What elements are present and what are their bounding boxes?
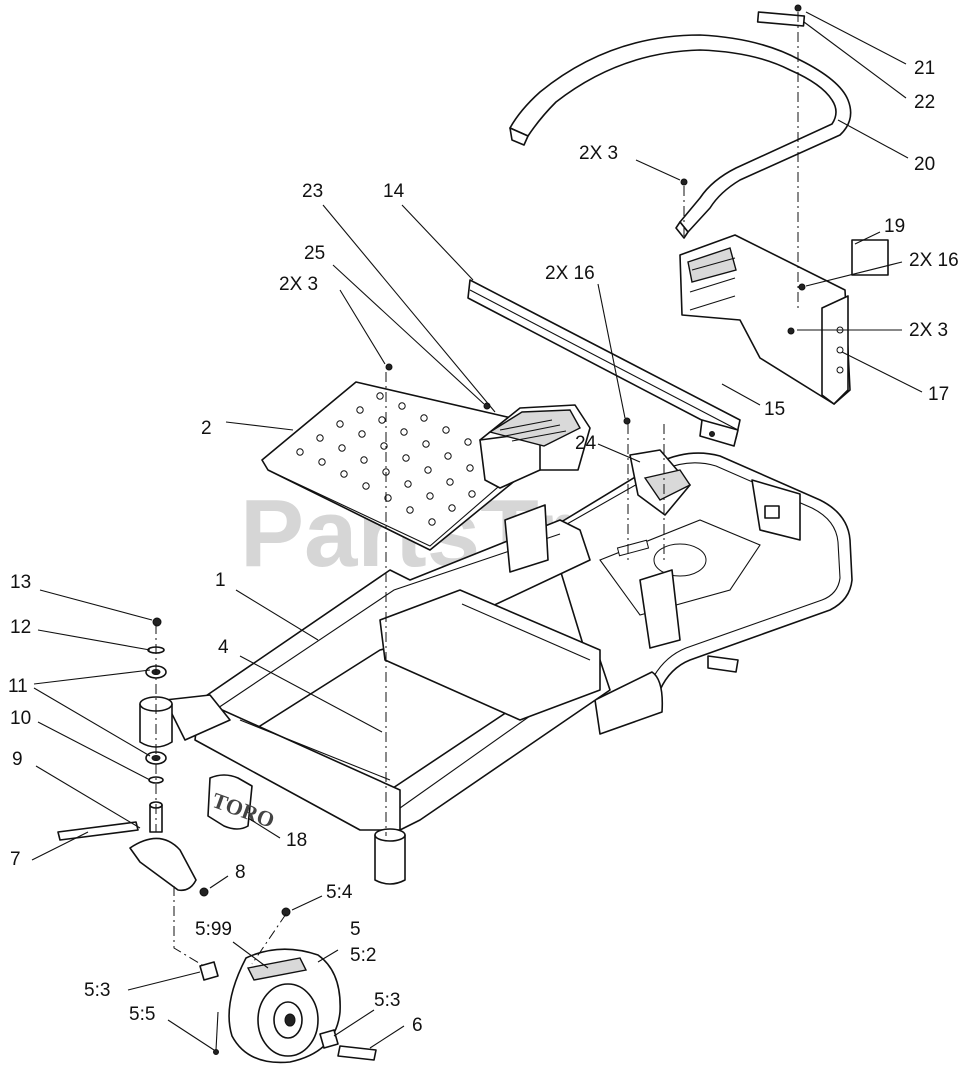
callout-2x3-right: 2X 3: [909, 320, 948, 341]
assembly-lines: [155, 12, 799, 967]
callout-15: 15: [764, 399, 785, 420]
callout-25: 25: [304, 243, 325, 264]
callout-7: 7: [10, 849, 21, 870]
callout-12: 12: [10, 617, 31, 638]
callout-2x3-handle: 2X 3: [579, 143, 618, 164]
callout-6: 6: [412, 1015, 423, 1036]
callout-5-4: 5:4: [326, 882, 353, 903]
handle-bar: [509, 11, 852, 239]
caster-assembly: [57, 617, 209, 897]
callout-5: 5: [350, 919, 361, 940]
callout-20: 20: [914, 154, 935, 175]
main-frame: [164, 452, 853, 885]
callout-2x16-right: 2X 16: [909, 250, 959, 271]
callout-24: 24: [575, 433, 597, 454]
control-bracket: [629, 449, 692, 516]
callout-17: 17: [928, 384, 949, 405]
cross-bar: [467, 279, 741, 447]
callout-2: 2: [201, 418, 212, 439]
callout-5-5: 5:5: [129, 1004, 155, 1025]
vent-housing: [479, 402, 591, 489]
callout-4: 4: [218, 637, 229, 658]
callout-9: 9: [12, 749, 23, 770]
callout-10: 10: [10, 708, 31, 729]
logo-plate: TORO: [207, 774, 278, 833]
callout-11: 11: [8, 676, 28, 697]
callout-22: 22: [914, 92, 935, 113]
callout-14: 14: [383, 181, 405, 202]
callout-labels: 21 22 20 2X 3 19 2X 16 2X 3 17 15 23 14 …: [8, 58, 959, 1036]
floor-plate: [261, 381, 529, 551]
leader-lines: [31, 11, 923, 1051]
callout-5-2: 5:2: [350, 945, 376, 966]
callout-1: 1: [215, 570, 226, 591]
callout-18: 18: [286, 830, 307, 851]
control-panel: [679, 234, 889, 405]
callout-19: 19: [884, 216, 905, 237]
callout-21: 21: [914, 58, 935, 79]
wheel-assembly: [199, 907, 377, 1064]
callout-5-3-left: 5:3: [84, 980, 110, 1001]
callout-5-99: 5:99: [195, 919, 232, 940]
hardware-markers: [385, 4, 806, 437]
callout-2x16-center: 2X 16: [545, 263, 595, 284]
callout-13: 13: [10, 572, 31, 593]
callout-8: 8: [235, 862, 246, 883]
callout-23: 23: [302, 181, 323, 202]
callout-2x3-left: 2X 3: [279, 274, 318, 295]
callout-5-3-right: 5:3: [374, 990, 400, 1011]
